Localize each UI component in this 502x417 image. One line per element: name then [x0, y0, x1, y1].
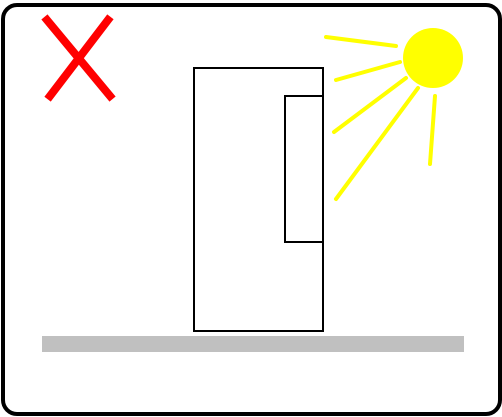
floor-bar [42, 336, 464, 352]
sun-icon [403, 28, 463, 88]
appliance-door-panel [285, 96, 323, 242]
